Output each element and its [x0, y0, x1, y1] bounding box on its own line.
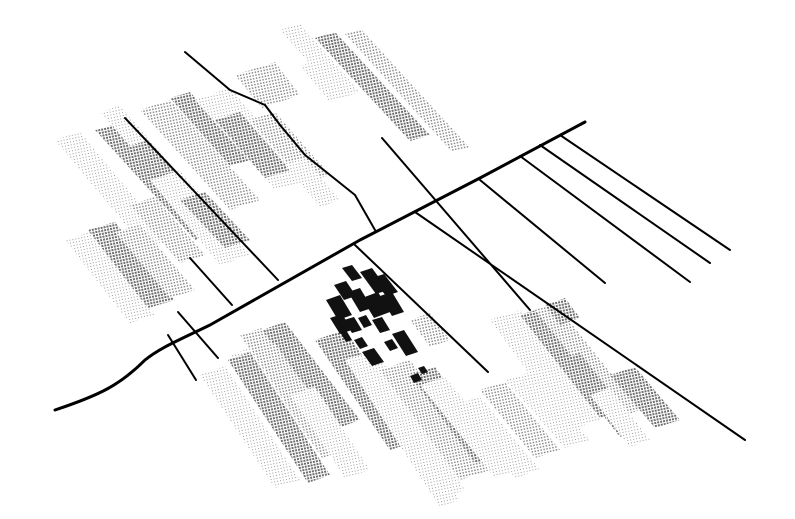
parcel	[215, 112, 290, 178]
parcel	[100, 106, 150, 146]
parcel	[610, 367, 680, 428]
main-road	[53, 120, 587, 412]
building-cluster	[326, 265, 428, 383]
parcel	[140, 100, 260, 210]
parcel	[375, 393, 460, 507]
road	[559, 134, 731, 251]
building	[418, 366, 428, 374]
building	[392, 330, 418, 356]
building	[358, 315, 372, 328]
road	[167, 334, 197, 381]
building	[362, 292, 390, 318]
farm-parcels	[55, 24, 680, 507]
parcel	[290, 387, 370, 478]
north-road	[184, 51, 376, 231]
parcel	[545, 298, 580, 325]
parcel	[235, 62, 300, 108]
parcel	[590, 388, 650, 447]
building	[340, 330, 352, 342]
road	[354, 244, 489, 373]
parcel	[455, 397, 540, 478]
parcel	[180, 192, 250, 248]
parcel	[115, 225, 195, 298]
parcel	[505, 372, 590, 448]
road	[414, 211, 746, 441]
parcel	[315, 32, 430, 141]
road	[124, 117, 279, 281]
building	[380, 292, 404, 316]
parcel	[410, 313, 450, 347]
parcel	[480, 382, 560, 458]
road	[189, 257, 233, 306]
building	[330, 314, 352, 334]
parcel	[490, 310, 600, 430]
parcel	[170, 92, 250, 166]
road-network	[53, 51, 746, 441]
parcel	[88, 222, 175, 308]
parcel	[535, 303, 640, 417]
building	[348, 288, 372, 312]
parcel	[200, 366, 300, 488]
parcel	[130, 197, 205, 263]
road	[177, 311, 219, 359]
building	[362, 348, 384, 366]
building	[372, 274, 398, 296]
road	[519, 155, 691, 283]
parcel	[285, 158, 340, 207]
road	[539, 144, 711, 264]
road	[479, 179, 606, 284]
parcel	[345, 30, 470, 152]
building	[326, 295, 352, 320]
building	[410, 373, 422, 383]
parcel	[380, 360, 490, 480]
parcel	[262, 322, 360, 428]
building	[372, 317, 390, 333]
building	[342, 265, 362, 281]
parcel	[55, 132, 170, 248]
building	[344, 317, 362, 333]
building	[384, 339, 398, 351]
parcel	[65, 232, 155, 323]
road	[381, 137, 531, 311]
building	[354, 337, 368, 349]
parcel	[228, 352, 330, 483]
parcel	[300, 60, 350, 102]
